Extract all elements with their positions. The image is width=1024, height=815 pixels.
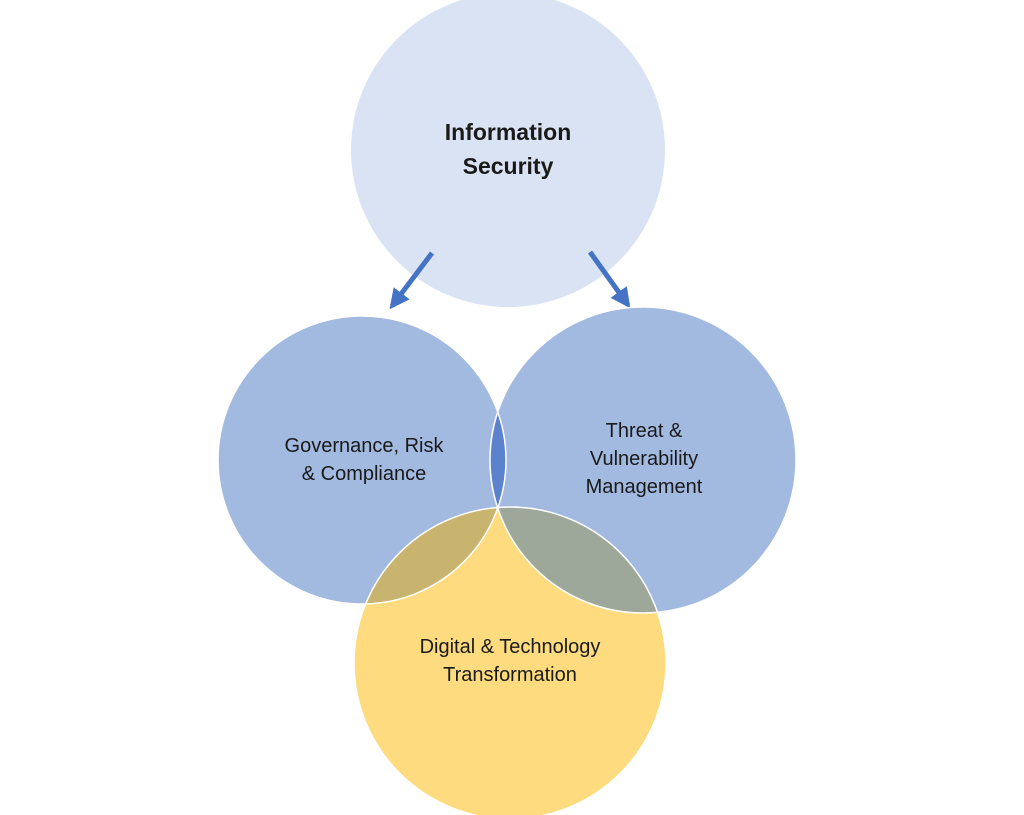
arrow-to-threat [587, 250, 631, 309]
information-security-circle [351, 0, 665, 307]
threat-vulnerability-label: Threat & Vulnerability Management [526, 417, 762, 501]
digital-label-line1: Digital & Technology [419, 636, 601, 658]
digital-circle-outline [353, 506, 667, 815]
information-security-label-line1: Information [444, 119, 572, 145]
governance-risk-compliance-label: Governance, Risk & Compliance [236, 432, 492, 488]
governance-circle-outline [217, 315, 507, 605]
digital-technology-label: Digital & Technology Transformation [372, 633, 648, 689]
threat-label-line1: Threat & [605, 420, 683, 442]
arrow-to-governance [389, 251, 434, 310]
threat-label-line2: Vulnerability [589, 448, 699, 470]
governance-label-line1: Governance, Risk [284, 435, 444, 457]
threat-label-line3: Management [585, 476, 703, 498]
digital-label-line2: Transformation [443, 664, 577, 686]
threat-circle-outline [489, 306, 797, 614]
overlap-threat-digital [490, 507, 666, 613]
governance-label-line2: & Compliance [301, 463, 427, 485]
information-security-label: Information Security [390, 115, 626, 183]
information-security-label-line2: Security [462, 153, 554, 179]
overlap-governance-digital [354, 507, 506, 604]
